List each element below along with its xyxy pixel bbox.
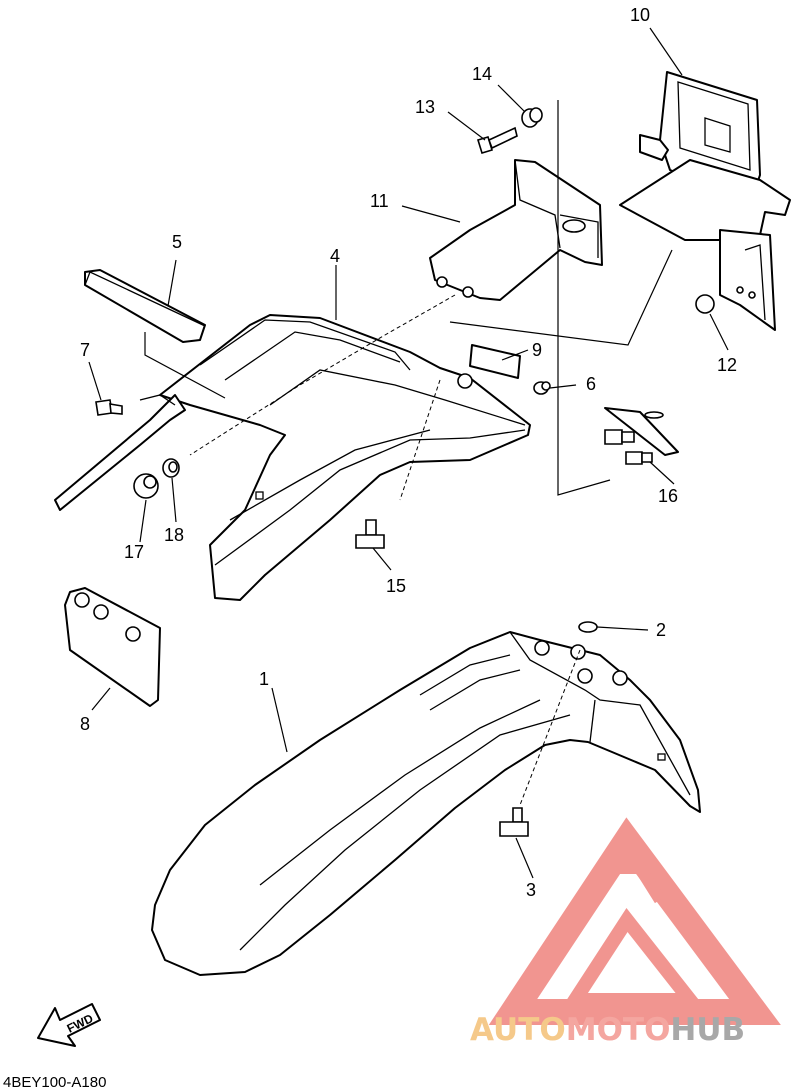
bracket-7 [54,394,186,511]
callout-15: 15 [386,576,406,596]
reflector-12 [695,294,715,314]
drawing-code: 4BEY100-A180 [3,1074,106,1091]
nut-2 [578,621,598,633]
callout-4: 4 [330,246,340,266]
brand-part-auto: AUTO [470,1012,566,1048]
rear-fender-4 [159,314,531,601]
callout-6: 6 [586,374,596,394]
brand-part-hub: HUB [670,1012,745,1048]
reference-lines [144,100,673,806]
automotohub-logo [488,817,781,1025]
callout-14: 14 [472,64,492,84]
bolt-3 [499,807,529,837]
callout-2: 2 [656,620,666,640]
callout-11: 11 [370,191,389,211]
bolt-13 [476,126,518,154]
callout-17: 17 [124,542,144,562]
callout-16: 16 [658,486,678,506]
grommet-6 [533,381,551,395]
bolts-16 [604,407,679,465]
fwd-arrow: FWD [37,1003,101,1047]
logo-m-stroke [600,862,666,904]
callout-7: 7 [80,340,90,360]
callout-9: 9 [532,340,542,360]
callout-12: 12 [717,355,737,375]
collar-17 [133,473,159,499]
pad-5 [84,269,206,343]
callout-labels: 1 2 3 4 5 6 7 8 9 10 11 12 13 14 15 16 1… [80,5,737,900]
logo-triangle-outer [488,817,781,1025]
callout-1: 1 [259,669,269,689]
license-bracket-10 [619,71,791,331]
front-fender-1 [151,631,701,976]
washer-18 [162,458,180,478]
logo-triangle-inner [562,907,705,1007]
callout-13: 13 [415,97,435,117]
callout-3: 3 [526,880,536,900]
brand-wordmark: AUTOMOTOHUB [470,1012,745,1048]
callout-18: 18 [164,525,184,545]
plate-8 [64,587,161,707]
collar-14 [521,107,543,128]
callout-5: 5 [172,232,182,252]
callout-10: 10 [630,5,650,25]
brand-part-moto: MOTO [566,1012,671,1048]
bolt-15 [355,519,385,549]
label-9 [469,344,521,379]
callout-8: 8 [80,714,90,734]
leader-lines [88,27,729,879]
bracket-11 [429,159,603,301]
